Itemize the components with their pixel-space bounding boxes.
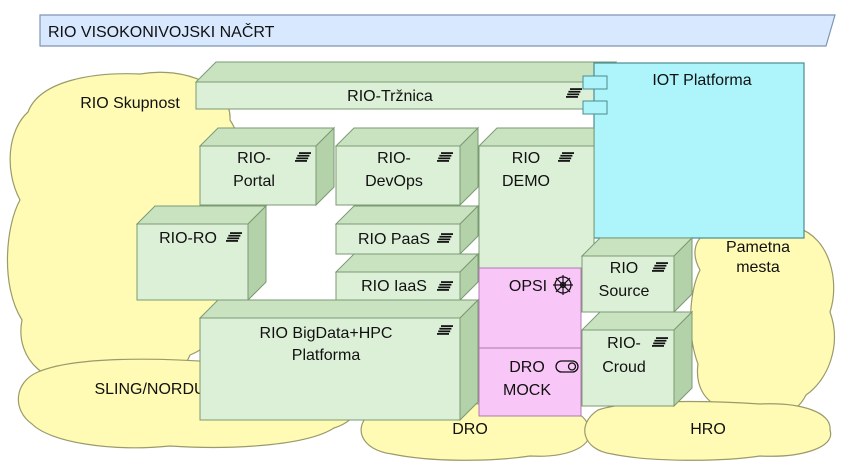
node-label-iaas: RIO IaaS — [361, 278, 427, 295]
cloud-label-pametna-line1: Pametna — [726, 239, 790, 256]
node-label-paas: RIO PaaS — [358, 231, 430, 248]
component-label-iot: IOT Platforma — [652, 72, 751, 89]
node-rio-trznica: RIO-Tržnica — [194, 61, 618, 110]
node-label-devops-line2: DevOps — [365, 173, 423, 190]
opsi-label: OPSI — [509, 278, 547, 295]
node-label-source-line1: RIO — [610, 260, 638, 277]
dro-mock-box: DRO MOCK — [478, 347, 582, 417]
ship-wheel-icon — [553, 275, 573, 295]
header-banner: RIO VISOKONIVOJSKI NAČRT — [39, 14, 836, 47]
node-rio-ro: RIO-RO — [135, 204, 268, 302]
toggle-icon — [555, 360, 579, 373]
node-rio-croud: RIO- Croud — [580, 310, 694, 408]
node-label-croud-line2: Croud — [602, 359, 646, 376]
node-label-demo-line2: DEMO — [502, 173, 550, 190]
dro-mock-label-line2: MOCK — [503, 382, 551, 399]
component-iot-platforma: IOT Platforma — [582, 62, 805, 239]
node-rio-iaas: RIO IaaS — [334, 252, 480, 302]
node-label-portal-line2: Portal — [233, 173, 275, 190]
dro-mock-label-line1: DRO — [509, 359, 545, 376]
cloud-hro: HRO — [584, 400, 832, 461]
cloud-label-dro: DRO — [452, 421, 488, 438]
node-label-croud-line1: RIO- — [607, 335, 641, 352]
opsi-box: OPSI — [478, 267, 582, 349]
cloud-label-pametna-line2: mesta — [736, 259, 780, 276]
component-port-bottom — [582, 100, 608, 115]
node-rio-source: RIO Source — [580, 236, 694, 314]
cloud-pametna-mesta: Pametna mesta — [690, 217, 835, 419]
node-label-trznica: RIO-Tržnica — [347, 88, 433, 105]
node-rio-paas: RIO PaaS — [334, 204, 480, 256]
node-rio-bigdata-hpc: RIO BigData+HPC Platforma — [198, 298, 480, 422]
node-label-portal-line1: RIO- — [237, 150, 271, 167]
node-label-source-line2: Source — [599, 283, 650, 300]
node-label-devops-line1: RIO- — [377, 150, 411, 167]
cloud-label-hro: HRO — [690, 421, 726, 438]
node-label-bigdata-line2: Platforma — [292, 347, 361, 364]
node-label-ro: RIO-RO — [159, 230, 217, 247]
node-label-demo-line1: RIO — [512, 150, 540, 167]
node-rio-devops: RIO- DevOps — [334, 126, 480, 207]
component-port-top — [582, 75, 608, 90]
node-label-bigdata-line1: RIO BigData+HPC — [260, 325, 393, 342]
cloud-rio-skupnost: RIO Skupnost — [6, 71, 244, 386]
cloud-label-rio-skupnost: RIO Skupnost — [80, 95, 180, 112]
node-rio-portal: RIO- Portal — [198, 126, 336, 207]
diagram-title: RIO VISOKONIVOJSKI NAČRT — [48, 22, 275, 41]
node-rio-demo: RIO DEMO — [477, 127, 595, 269]
